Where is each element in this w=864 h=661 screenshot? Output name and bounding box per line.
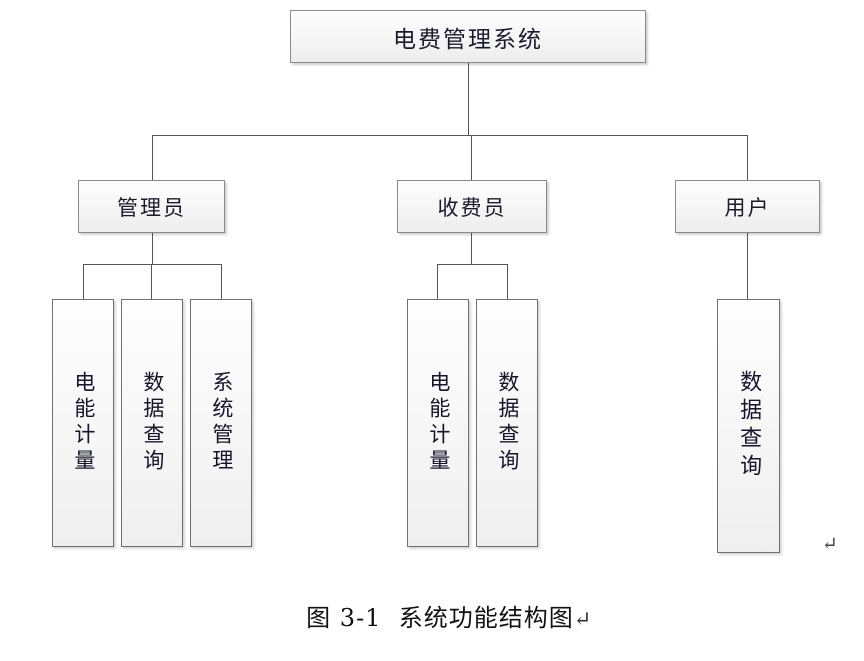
leaf-cashier-metering-label: 电能计量	[426, 371, 451, 475]
connector-admin-leaf-2	[151, 264, 152, 299]
connector-user-down	[747, 233, 748, 299]
leaf-admin-system-label: 系统管理	[209, 371, 234, 475]
connector-cashier-bus	[437, 264, 508, 265]
connector-cashier-down	[471, 233, 472, 264]
leaf-cashier-query-label: 数据查询	[495, 371, 520, 475]
node-admin-label: 管理员	[117, 195, 186, 220]
leaf-cashier-query[interactable]: 数据查询	[476, 299, 538, 547]
connector-admin-leaf-1	[83, 264, 84, 299]
node-cashier[interactable]: 收费员	[397, 180, 547, 233]
node-admin[interactable]: 管理员	[78, 180, 225, 233]
leaf-cashier-metering[interactable]: 电能计量	[407, 299, 469, 547]
node-user-label: 用户	[724, 195, 771, 220]
connector-root-down	[468, 63, 469, 135]
connector-admin-down	[152, 233, 153, 264]
node-cashier-label: 收费员	[437, 195, 507, 220]
leaf-admin-query-label: 数据查询	[140, 371, 165, 475]
caption-separator	[381, 604, 398, 632]
connector-admin-bus	[83, 264, 222, 265]
connector-bus-to-admin	[152, 135, 153, 181]
leaf-admin-metering[interactable]: 电能计量	[52, 299, 114, 547]
leaf-admin-metering-label: 电能计量	[71, 371, 96, 475]
diagram-canvas: 电费管理系统 管理员 收费员 用户 电能计量 数据查询 系统管理 电能计量 数据…	[52, 10, 838, 632]
leaf-admin-query[interactable]: 数据查询	[121, 299, 183, 547]
figure-number: 图 3-1	[306, 604, 382, 632]
node-root-label: 电费管理系统	[393, 26, 543, 53]
connector-level2-bus	[152, 135, 748, 136]
leaf-admin-system[interactable]: 系统管理	[190, 299, 252, 547]
caption-text: 系统功能结构图	[398, 604, 574, 632]
connector-admin-leaf-3	[221, 264, 222, 299]
connector-bus-to-user	[747, 135, 748, 181]
node-root-system[interactable]: 电费管理系统	[290, 10, 646, 63]
figure-caption: 图 3-1 系统功能结构图↵	[0, 570, 864, 661]
paragraph-return-mark: ↵	[822, 533, 838, 555]
connector-cashier-leaf-1	[437, 264, 438, 299]
connector-cashier-leaf-2	[507, 264, 508, 299]
leaf-user-query[interactable]: 数据查询	[717, 299, 780, 553]
node-user[interactable]: 用户	[675, 180, 820, 233]
leaf-user-query-label: 数据查询	[736, 370, 762, 482]
connector-bus-to-cashier	[471, 135, 472, 181]
